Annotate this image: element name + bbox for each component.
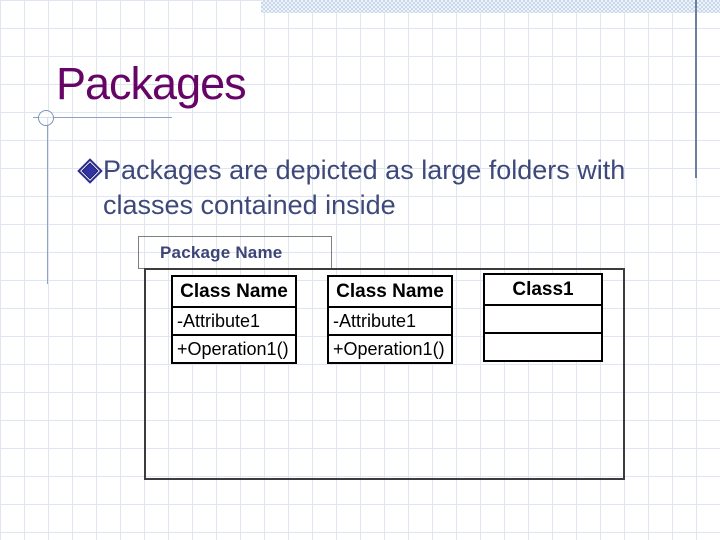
- uml-class-box-3: Class1: [483, 273, 603, 362]
- title-underline: [33, 117, 172, 118]
- uml-package-name: Package Name: [160, 242, 283, 262]
- uml-package-tab: Package Name: [138, 236, 332, 269]
- uml-class-box-1: Class Name -Attribute1 +Operation1(): [171, 275, 297, 364]
- uml-class-attribute: -Attribute1: [329, 306, 451, 334]
- uml-class-operation: [485, 332, 601, 360]
- uml-class-name: Class1: [512, 278, 574, 300]
- diamond-bullet-icon: [77, 158, 103, 184]
- bullet-text: Packages are depicted as large folders w…: [103, 155, 626, 220]
- uml-class-name: Class Name: [336, 280, 444, 302]
- uml-class-attribute: [485, 304, 601, 332]
- top-decoration-bar: [261, 0, 720, 13]
- uml-class-box-2: Class Name -Attribute1 +Operation1(): [327, 275, 453, 364]
- uml-package-body: [144, 268, 625, 480]
- uml-class-attribute: -Attribute1: [173, 306, 295, 334]
- uml-class-operation: +Operation1(): [329, 334, 451, 362]
- uml-class-name: Class Name: [180, 280, 288, 302]
- left-decoration-line: [47, 118, 48, 284]
- right-decoration-line: [695, 0, 697, 178]
- slide-title: Packages: [56, 58, 247, 109]
- circle-ornament-icon: [38, 110, 54, 126]
- uml-class-operation: +Operation1(): [173, 334, 295, 362]
